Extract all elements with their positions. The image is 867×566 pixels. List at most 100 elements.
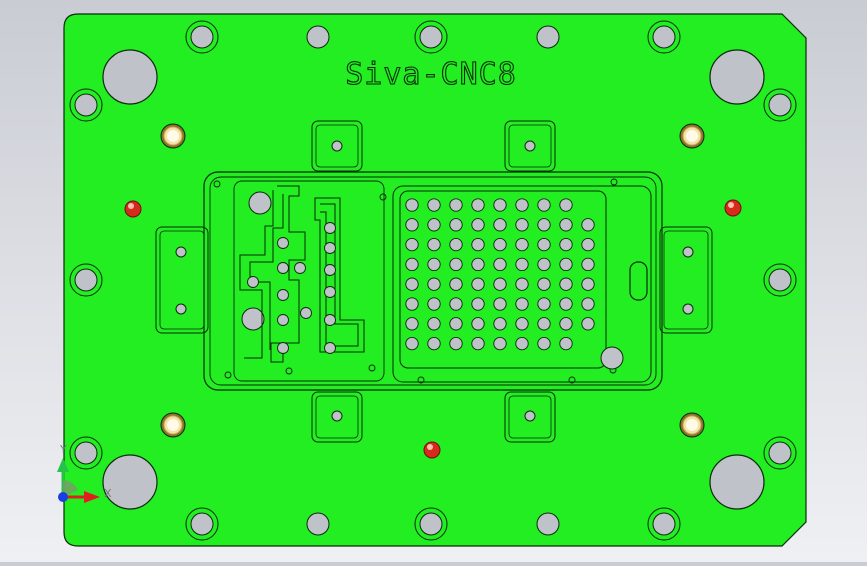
locating-balls — [124, 199, 742, 459]
brass-bushing — [160, 123, 186, 149]
corner-hole — [709, 49, 765, 105]
pin-hole — [405, 237, 419, 252]
screw-hole — [69, 436, 103, 470]
left-channel — [239, 185, 365, 363]
pin-hole — [427, 198, 441, 212]
clamp-tab — [659, 226, 713, 334]
pin-hole — [493, 277, 507, 291]
central-cavity — [203, 171, 663, 391]
pin-hole — [493, 297, 507, 311]
pin-hole — [405, 257, 419, 272]
pin-grid — [405, 198, 595, 351]
pin-hole — [537, 218, 551, 232]
pin-hole — [581, 297, 595, 311]
brass-bushing — [679, 123, 705, 149]
pin-hole — [405, 297, 419, 311]
pin-hole — [405, 277, 419, 291]
pin-hole — [471, 198, 485, 212]
pin-hole — [559, 317, 573, 331]
corner-hole — [102, 454, 158, 510]
red-ball — [423, 441, 441, 459]
pin-hole — [427, 336, 441, 351]
screw-hole — [763, 263, 797, 297]
pin-hole — [449, 317, 463, 331]
pin-hole — [515, 277, 529, 291]
pin-hole — [427, 297, 441, 311]
pin-hole — [581, 237, 595, 252]
pin-hole — [515, 198, 529, 212]
red-ball — [124, 200, 142, 218]
pin-hole — [537, 237, 551, 252]
y-axis-label: Y — [59, 443, 67, 456]
screw-hole — [763, 436, 797, 470]
pin-hole — [515, 218, 529, 232]
pin-hole — [581, 317, 595, 331]
pin-hole — [493, 336, 507, 351]
screw-hole — [69, 263, 103, 297]
pin-hole — [427, 277, 441, 291]
pin-hole — [515, 336, 529, 351]
pin-hole — [493, 237, 507, 252]
pin-hole — [493, 317, 507, 331]
part-label-text: Siva-CNC8 — [345, 57, 517, 92]
pin-hole — [427, 257, 441, 272]
pin-hole — [449, 257, 463, 272]
pin-hole — [559, 198, 573, 212]
screw-hole — [69, 88, 103, 122]
clamp-tab — [311, 391, 363, 443]
screw-hole — [647, 20, 681, 54]
x-axis-label: X — [104, 487, 112, 500]
screw-hole — [536, 25, 560, 49]
pin-hole — [559, 297, 573, 311]
pin-hole — [449, 277, 463, 291]
clamp-tab — [311, 120, 363, 172]
pin-hole — [405, 317, 419, 331]
pin-hole — [515, 297, 529, 311]
corner-holes — [102, 49, 765, 510]
pin-hole — [559, 218, 573, 232]
pin-hole — [581, 257, 595, 272]
pin-hole — [515, 317, 529, 331]
pin-hole — [515, 237, 529, 252]
pin-hole — [471, 218, 485, 232]
red-ball — [724, 199, 742, 217]
pin-hole — [559, 257, 573, 272]
pin-hole — [537, 297, 551, 311]
pin-hole — [427, 237, 441, 252]
pin-hole — [559, 277, 573, 291]
screw-hole — [763, 88, 797, 122]
pin-hole — [471, 317, 485, 331]
pin-hole — [471, 277, 485, 291]
axis-triad-icon: XY — [57, 443, 112, 503]
pin-hole — [405, 198, 419, 212]
pin-hole — [581, 218, 595, 232]
screw-hole — [647, 507, 681, 541]
pin-hole — [559, 336, 573, 351]
pin-hole — [537, 277, 551, 291]
screw-hole — [185, 507, 219, 541]
pin-hole — [537, 198, 551, 212]
pin-hole — [427, 317, 441, 331]
corner-hole — [709, 454, 765, 510]
clamp-tab — [504, 120, 556, 172]
pin-hole — [515, 257, 529, 272]
pin-hole — [559, 237, 573, 252]
pin-hole — [471, 336, 485, 351]
pin-hole — [581, 277, 595, 291]
pin-hole — [405, 218, 419, 232]
pin-hole — [427, 218, 441, 232]
screw-hole — [306, 512, 330, 536]
pin-hole — [471, 237, 485, 252]
pin-hole — [405, 336, 419, 351]
pin-hole — [449, 198, 463, 212]
screw-hole — [414, 507, 448, 541]
guide-bushings — [160, 123, 705, 438]
pin-hole — [449, 218, 463, 232]
pin-hole — [449, 336, 463, 351]
pin-hole — [493, 198, 507, 212]
pin-hole — [449, 237, 463, 252]
screw-holes — [69, 20, 797, 541]
screw-hole — [185, 20, 219, 54]
